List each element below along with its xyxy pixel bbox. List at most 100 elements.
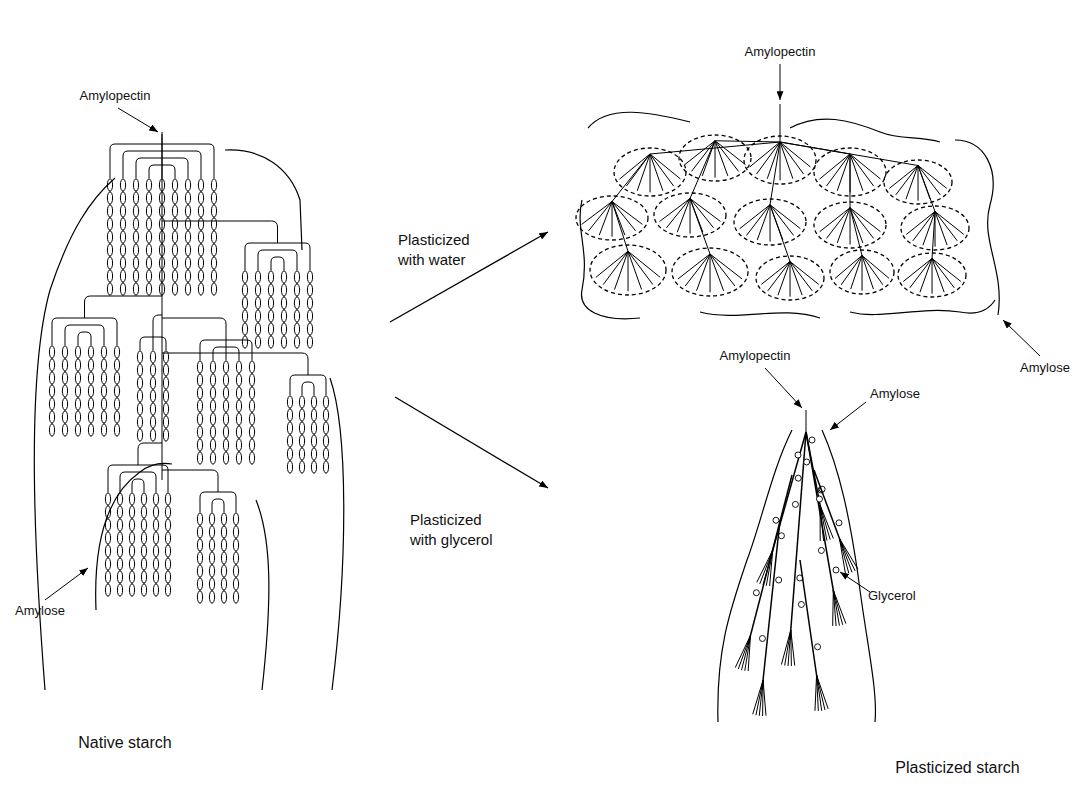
- double-helix: [146, 218, 151, 230]
- amylopectin-fan: [756, 680, 763, 715]
- double-helix: [137, 364, 142, 376]
- double-helix: [209, 539, 214, 551]
- double-helix: [165, 506, 170, 518]
- double-helix: [242, 271, 247, 283]
- double-helix: [307, 297, 312, 309]
- branch-arch: [271, 257, 284, 270]
- glycerol-molecule: [759, 635, 765, 641]
- double-helix: [255, 323, 260, 335]
- double-helix: [197, 400, 202, 412]
- branch-arch: [65, 325, 104, 345]
- double-helix: [129, 532, 134, 544]
- double-helix: [185, 257, 190, 269]
- amylopectin-fan: [710, 254, 724, 291]
- double-helix: [197, 426, 202, 438]
- amylopectin-fan: [903, 259, 932, 282]
- double-helix: [120, 283, 125, 295]
- amylopectin-link: [918, 166, 935, 212]
- double-helix: [249, 413, 254, 425]
- double-helix: [129, 545, 134, 557]
- double-helix: [198, 257, 203, 269]
- branch-link: [153, 315, 162, 327]
- double-helix: [221, 539, 226, 551]
- double-helix: [311, 422, 316, 434]
- double-helix: [133, 257, 138, 269]
- double-helix: [185, 283, 190, 295]
- process-arrows: [390, 232, 548, 488]
- double-helix: [198, 283, 203, 295]
- amylopectin-fan: [833, 590, 836, 626]
- double-helix: [197, 578, 202, 590]
- double-helix: [107, 205, 112, 217]
- glycerol-molecule: [798, 601, 804, 607]
- double-helix: [210, 426, 215, 438]
- branch-arch: [200, 492, 236, 512]
- amylopectin-fan: [935, 212, 947, 246]
- double-helix: [107, 244, 112, 256]
- double-helix: [105, 506, 110, 518]
- double-helix: [198, 244, 203, 256]
- branch-line: [308, 365, 309, 375]
- double-helix: [141, 519, 146, 531]
- double-helix: [146, 231, 151, 243]
- double-helix: [165, 532, 170, 544]
- double-helix: [107, 218, 112, 230]
- double-helix: [198, 231, 203, 243]
- branch-line: [138, 455, 139, 465]
- amylopectin-fan: [715, 141, 739, 172]
- amylopectin-link: [770, 142, 780, 205]
- double-helix: [114, 385, 119, 397]
- double-helix: [209, 578, 214, 590]
- amylopectin-fan: [820, 505, 827, 540]
- leader-line: [1003, 320, 1040, 356]
- double-helix: [223, 400, 228, 412]
- amylopectin-branch: [762, 520, 780, 690]
- double-helix: [197, 439, 202, 451]
- double-helix: [172, 270, 177, 282]
- double-helix: [172, 179, 177, 191]
- double-helix: [197, 387, 202, 399]
- double-helix: [211, 205, 216, 217]
- double-helix: [117, 545, 122, 557]
- double-helix: [209, 552, 214, 564]
- double-helix: [185, 231, 190, 243]
- double-helix: [62, 372, 67, 384]
- amylopectin-fan: [690, 199, 691, 234]
- double-helix: [197, 552, 202, 564]
- text-label: Amylopectin: [60, 88, 170, 105]
- double-helix: [197, 374, 202, 386]
- double-helix: [163, 390, 168, 402]
- double-helix: [165, 545, 170, 557]
- text-label: Amylose: [1010, 360, 1080, 377]
- double-helix: [101, 385, 106, 397]
- double-helix: [242, 297, 247, 309]
- double-helix: [197, 591, 202, 603]
- double-helix: [233, 552, 238, 564]
- double-helix: [294, 323, 299, 335]
- double-helix: [209, 513, 214, 525]
- leader-line: [45, 568, 88, 600]
- double-helix: [150, 364, 155, 376]
- double-helix: [117, 558, 122, 570]
- double-helix: [255, 271, 260, 283]
- double-helix: [307, 336, 312, 348]
- double-helix: [287, 435, 292, 447]
- double-helix: [307, 323, 312, 335]
- double-helix: [323, 422, 328, 434]
- double-helix: [163, 377, 168, 389]
- glycerol-molecule: [815, 644, 821, 650]
- double-helix: [172, 218, 177, 230]
- double-helix: [133, 179, 138, 191]
- double-helix: [172, 257, 177, 269]
- amylose-chain: [225, 150, 302, 250]
- double-helix: [281, 323, 286, 335]
- double-helix: [62, 385, 67, 397]
- double-helix: [287, 448, 292, 460]
- double-helix: [165, 493, 170, 505]
- double-helix: [197, 452, 202, 464]
- amylopectin-link: [690, 199, 710, 255]
- double-helix: [88, 411, 93, 423]
- double-helix: [233, 591, 238, 603]
- double-helix: [153, 532, 158, 544]
- amylopectin-fan: [935, 212, 957, 241]
